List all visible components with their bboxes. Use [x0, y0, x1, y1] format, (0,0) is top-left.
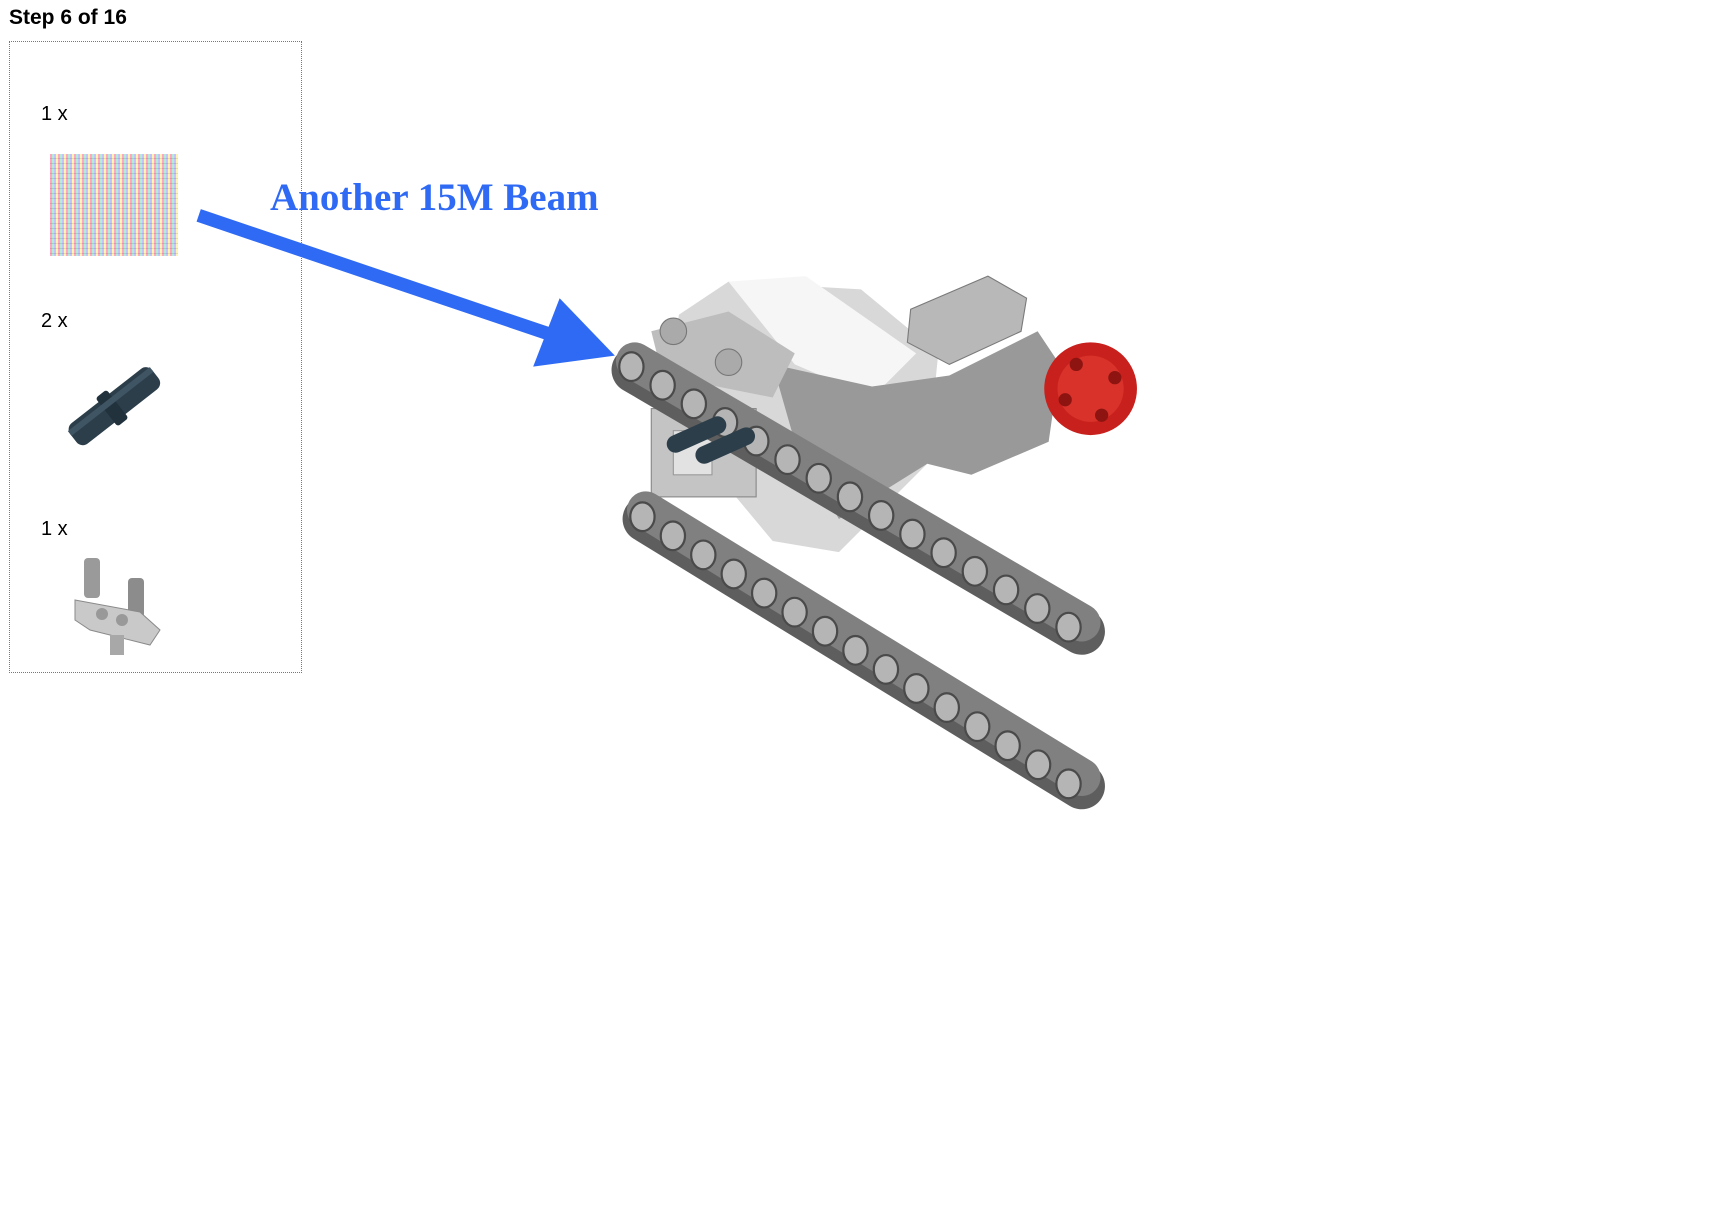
parts-list-panel: 1 x 2 x 1 x	[9, 41, 302, 673]
robot-model	[611, 275, 1137, 810]
beam-hole	[629, 501, 656, 533]
beam-hole	[872, 653, 900, 685]
beam-hole	[774, 444, 801, 476]
part-quantity: 1 x	[41, 103, 68, 125]
beam-hole	[805, 462, 832, 494]
beam-hole	[1024, 749, 1052, 781]
step-title: Step 6 of 16	[9, 6, 127, 29]
beam-hole	[750, 577, 778, 609]
beam-part-image	[50, 154, 178, 256]
beam-hole	[1055, 768, 1082, 800]
beam-hole	[690, 539, 717, 571]
beam-hole	[680, 388, 708, 420]
model-white-panel	[728, 276, 917, 398]
beam-hole	[811, 615, 839, 647]
beam-hole	[899, 518, 926, 550]
part-quantity: 1 x	[41, 518, 68, 540]
beam-hole	[992, 574, 1020, 606]
cross-block-image	[74, 558, 161, 655]
beam-hole	[994, 730, 1021, 762]
connector-pins	[666, 416, 756, 464]
beam-hole	[781, 596, 808, 628]
beam-hole	[659, 520, 687, 552]
beam-hole	[930, 537, 957, 569]
motor-top-beam	[906, 275, 1028, 366]
part-quantity: 2 x	[41, 310, 68, 332]
callout-label: Another 15M Beam	[270, 176, 599, 219]
beam-hole	[1024, 593, 1051, 624]
beam-hole	[836, 481, 864, 513]
beam-hole	[842, 634, 869, 666]
beam-hole	[1055, 611, 1082, 643]
beam-hole	[867, 500, 895, 531]
beam-hole	[933, 692, 961, 724]
connector-pin-image	[67, 367, 161, 446]
beam-hole	[903, 673, 930, 704]
beam-hole	[649, 369, 676, 401]
beam-hole	[618, 351, 645, 383]
beam-hole	[963, 711, 991, 743]
callout-arrow	[196, 209, 615, 367]
beam-hole	[720, 558, 747, 590]
beam-hole	[961, 555, 989, 587]
